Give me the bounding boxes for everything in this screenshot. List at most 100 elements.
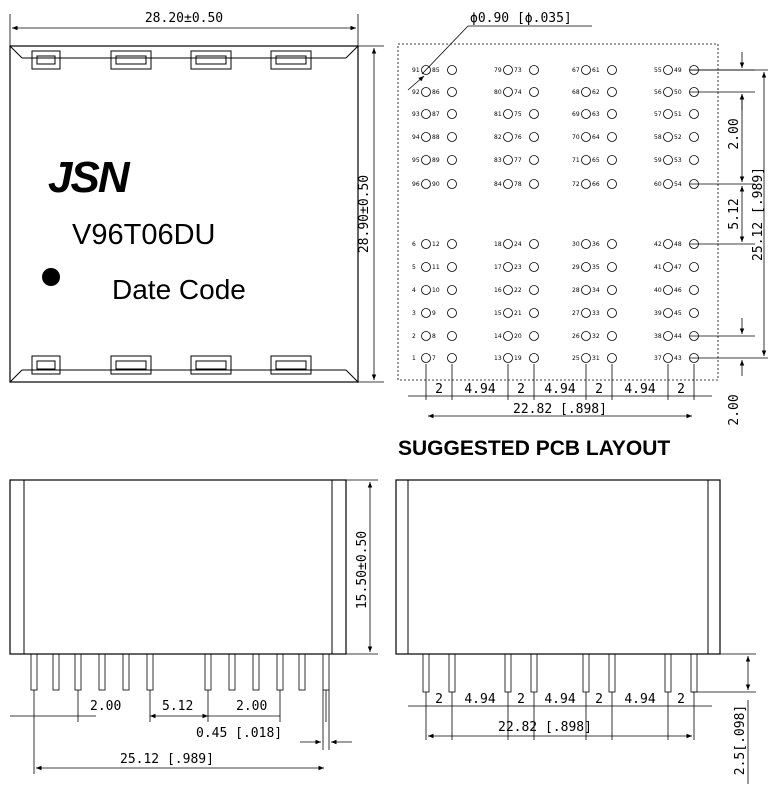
pin-label: 37 <box>654 355 662 362</box>
pad-hole <box>503 179 513 189</box>
pin-label: 71 <box>572 157 580 164</box>
side-dim-200a: 2.00 <box>90 699 121 714</box>
lead-pin <box>530 653 538 693</box>
pin-label: 30 <box>572 241 580 248</box>
pin-label: 49 <box>674 67 682 74</box>
pad-hole <box>447 132 457 142</box>
pad-hole <box>529 353 539 363</box>
lead-pin <box>448 653 456 693</box>
pad-hole <box>663 109 673 119</box>
pad-hole <box>581 109 591 119</box>
pin-label: 19 <box>514 355 522 362</box>
pin-label: 23 <box>514 264 522 271</box>
pad-hole <box>689 132 699 142</box>
pad-hole <box>529 239 539 249</box>
pad-hole <box>689 308 699 318</box>
pin-label: 45 <box>674 310 682 317</box>
pin-label: 35 <box>592 264 600 271</box>
pad-hole <box>663 65 673 75</box>
pin-label: 5 <box>412 264 416 271</box>
pin-label: 28 <box>572 287 580 294</box>
pcb-dim-2282: 22.82 [.898] <box>513 402 607 417</box>
pad-hole <box>503 65 513 75</box>
pin-label: 3 <box>412 310 416 317</box>
part-number: V96T06DU <box>72 219 215 251</box>
pad-hole <box>529 262 539 272</box>
pcb-outline <box>397 43 719 381</box>
pin-label: 72 <box>572 181 580 188</box>
pad-hole <box>663 308 673 318</box>
pin-label: 39 <box>654 310 662 317</box>
pin-label: 41 <box>654 264 662 271</box>
lead-pin <box>146 653 154 691</box>
pin-label: 93 <box>412 111 420 118</box>
pad-hole <box>529 87 539 97</box>
pad-hole <box>581 65 591 75</box>
pin-label: 91 <box>412 67 420 74</box>
pad-hole <box>663 239 673 249</box>
pin-label: 4 <box>412 287 416 294</box>
pad-hole <box>581 239 591 249</box>
lead-pin <box>204 653 212 691</box>
pin-label: 90 <box>432 181 440 188</box>
pin-label: 88 <box>432 134 440 141</box>
pad-hole <box>663 155 673 165</box>
pad-hole <box>447 285 457 295</box>
pad-hole <box>607 179 617 189</box>
pad-hole <box>503 155 513 165</box>
pad-hole <box>447 331 457 341</box>
top-height-dim: 28.90±0.50 <box>357 175 372 253</box>
pad-hole <box>529 109 539 119</box>
pad-hole <box>503 239 513 249</box>
pad-hole <box>447 65 457 75</box>
pad-hole <box>607 155 617 165</box>
lead-pin <box>422 653 430 693</box>
lead-pin <box>98 653 106 691</box>
module-body-side-right <box>395 479 721 655</box>
pad-hole <box>447 262 457 272</box>
dimension-label: 2 <box>595 692 603 707</box>
pin-label: 75 <box>514 111 522 118</box>
pad-hole <box>529 308 539 318</box>
pad-hole <box>447 87 457 97</box>
pin-label: 61 <box>592 67 600 74</box>
pin-label: 65 <box>592 157 600 164</box>
pad-hole <box>607 239 617 249</box>
pad-hole <box>421 109 431 119</box>
dimension-label: 2 <box>435 382 443 397</box>
pad-hole <box>581 331 591 341</box>
pin-label: 9 <box>432 310 436 317</box>
side-dim-045: 0.45 [.018] <box>196 726 282 741</box>
pin-label: 24 <box>514 241 522 248</box>
pin-label: 16 <box>494 287 502 294</box>
pin-label: 70 <box>572 134 580 141</box>
pad-hole <box>607 285 617 295</box>
pad-hole <box>421 239 431 249</box>
pin-label: 47 <box>674 264 682 271</box>
lead-pin <box>276 653 284 691</box>
pad-hole <box>607 308 617 318</box>
dimension-label: 4.94 <box>464 382 495 397</box>
lead-pin <box>298 653 306 691</box>
side-right-pins <box>422 653 698 693</box>
pin1-marker <box>42 268 60 286</box>
side-right-dim-2282: 22.82 [.898] <box>498 720 592 735</box>
pad-hole <box>529 179 539 189</box>
pin-label: 27 <box>572 310 580 317</box>
side-height-dim: 15.50±0.50 <box>355 531 370 609</box>
pin-label: 15 <box>494 310 502 317</box>
pin-label: 66 <box>592 181 600 188</box>
pcb-dim-2512: 25.12 [.989] <box>751 167 766 261</box>
pin-label: 21 <box>514 310 522 317</box>
pad-hole <box>421 308 431 318</box>
pin-label: 38 <box>654 333 662 340</box>
pin-label: 48 <box>674 241 682 248</box>
pin-label: 63 <box>592 111 600 118</box>
pin-label: 94 <box>412 134 420 141</box>
pin-label: 58 <box>654 134 662 141</box>
pin-label: 56 <box>654 89 662 96</box>
pin-label: 46 <box>674 287 682 294</box>
